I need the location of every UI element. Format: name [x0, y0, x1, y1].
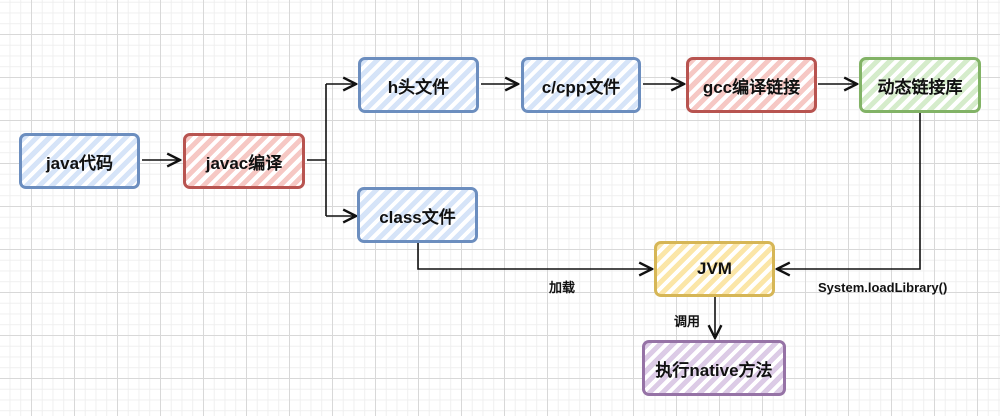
node-label: javac编译	[205, 153, 283, 173]
node-jvm[interactable]: JVM	[654, 241, 775, 297]
node-label: java代码	[45, 153, 114, 173]
edge-label-invoke: 调用	[674, 314, 701, 329]
edge-javac-branch	[307, 84, 327, 216]
edge-label-load-library: System.loadLibrary()	[818, 280, 948, 295]
node-label: c/cpp文件	[541, 77, 621, 97]
node-class-file[interactable]: class文件	[357, 187, 478, 243]
node-h-file[interactable]: h头文件	[358, 57, 479, 113]
node-javac-compile[interactable]: javac编译	[183, 133, 305, 189]
node-label: 动态链接库	[877, 77, 963, 97]
edge-class-to-jvm	[417, 243, 652, 269]
node-label: gcc编译链接	[702, 77, 801, 97]
edge-label-load: 加载	[549, 280, 576, 295]
edge-lib-to-jvm	[777, 112, 921, 269]
node-label: JVM	[697, 259, 732, 278]
node-label: h头文件	[387, 77, 450, 97]
node-java-source[interactable]: java代码	[19, 133, 140, 189]
node-execute-native[interactable]: 执行native方法	[642, 340, 786, 396]
node-dynamic-library[interactable]: 动态链接库	[859, 57, 981, 113]
node-label: 执行native方法	[655, 360, 773, 380]
node-cpp-file[interactable]: c/cpp文件	[521, 57, 641, 113]
node-gcc-compile-link[interactable]: gcc编译链接	[686, 57, 817, 113]
node-label: class文件	[379, 207, 456, 227]
